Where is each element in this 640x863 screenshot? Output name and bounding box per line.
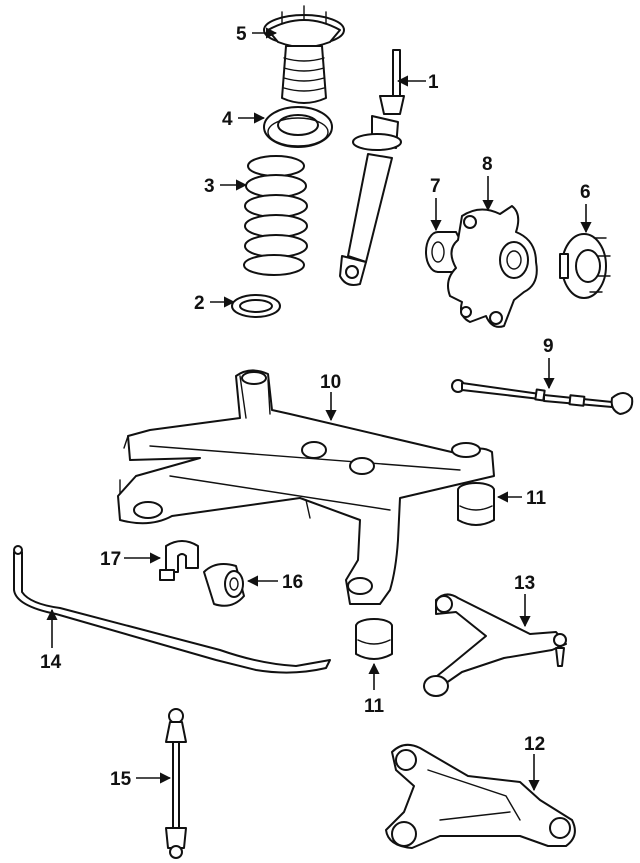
callout-15: 15 xyxy=(110,769,132,790)
callout-6: 6 xyxy=(580,182,591,203)
callout-13: 13 xyxy=(514,573,535,594)
callout-16: 16 xyxy=(282,572,303,593)
knuckle-part xyxy=(447,205,538,328)
lower-control-arm-part xyxy=(385,743,576,849)
spring-isolator-part xyxy=(231,294,281,318)
callout-17: 17 xyxy=(100,549,121,570)
callout-9: 9 xyxy=(543,336,554,357)
callout-7: 7 xyxy=(430,176,441,197)
callout-5: 5 xyxy=(236,24,247,45)
stabilizer-link-part xyxy=(165,708,187,859)
stabilizer-bracket-part xyxy=(159,540,199,581)
callout-1: 1 xyxy=(428,72,439,93)
subframe-bushing-upper-part xyxy=(457,482,495,526)
upper-control-arm-part xyxy=(423,593,567,697)
callout-10: 10 xyxy=(320,372,341,393)
subframe-bushing-lower-part xyxy=(355,618,393,660)
wheel-hub-part xyxy=(559,233,611,299)
strut-mount-part xyxy=(263,5,345,104)
callout-14: 14 xyxy=(40,652,62,673)
callout-4: 4 xyxy=(222,109,233,130)
leader-lines xyxy=(46,27,592,792)
callout-labels: 1 2 3 4 5 6 7 8 9 10 11 11 12 13 14 15 1… xyxy=(40,24,591,790)
spring-seat-part xyxy=(263,106,333,148)
stabilizer-bushing-part xyxy=(203,563,245,607)
callout-8: 8 xyxy=(482,154,493,175)
subframe-part xyxy=(117,369,495,605)
tie-rod-part xyxy=(451,379,634,415)
callout-11-upper: 11 xyxy=(526,488,547,509)
callout-2: 2 xyxy=(194,293,205,314)
callout-3: 3 xyxy=(204,176,215,197)
callout-11-lower: 11 xyxy=(364,696,385,717)
stabilizer-bar-part xyxy=(13,545,331,674)
callout-12: 12 xyxy=(524,734,545,755)
coil-spring-part xyxy=(243,155,308,276)
shock-absorber-part xyxy=(339,49,405,286)
